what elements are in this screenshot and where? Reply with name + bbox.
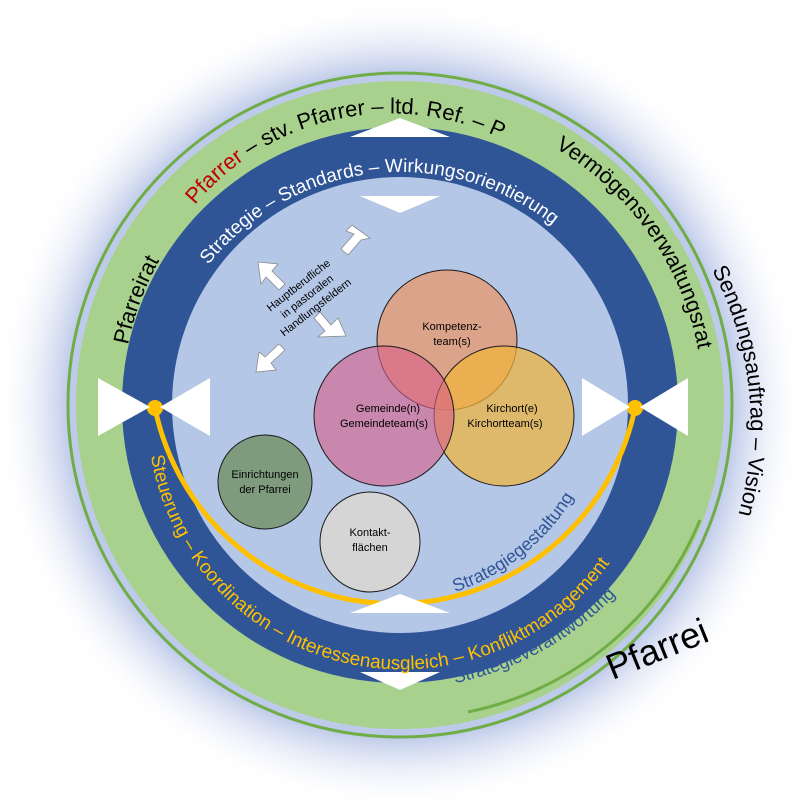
arrow-up-right xyxy=(340,224,371,256)
bottom-triangle-down xyxy=(360,672,440,690)
gold-dot-right xyxy=(627,400,643,416)
einrichtungen-line2: der Pfarrei xyxy=(239,484,290,496)
einrichtungen-circle xyxy=(217,434,313,530)
bottom-triangle-up xyxy=(350,594,450,613)
right-triangle-outer xyxy=(640,378,688,436)
kontakt-line1: Kontakt- xyxy=(350,527,391,539)
right-triangle-inner xyxy=(582,378,630,436)
einrichtungen-line1: Einrichtungen xyxy=(231,469,298,481)
gemeinde-circle xyxy=(313,345,455,487)
kompetenz-line2: team(s) xyxy=(433,336,470,348)
kirchort-circle xyxy=(433,345,575,487)
kirchort-line2: Kirchortteam(s) xyxy=(467,418,542,430)
top-triangle-up xyxy=(350,118,450,137)
venn xyxy=(313,269,575,487)
gemeinde-line2: Gemeindeteam(s) xyxy=(340,418,428,430)
gemeinde-line1: Gemeinde(n) xyxy=(356,403,420,415)
kirchort-line1: Kirchort(e) xyxy=(486,403,537,415)
green-ring-outline xyxy=(66,71,734,739)
kontakt-circle xyxy=(319,491,421,593)
arrow-up-left xyxy=(257,261,286,291)
green-line-extension xyxy=(467,519,702,714)
gold-dot-left xyxy=(147,400,163,416)
left-triangle-inner xyxy=(160,378,210,436)
top-triangle-down xyxy=(360,196,440,213)
arrows xyxy=(255,224,371,373)
kontakt-line2: flächen xyxy=(352,542,387,554)
left-triangle-outer xyxy=(98,378,150,436)
arrow-down-left xyxy=(255,343,286,373)
kompetenz-line1: Kompetenz- xyxy=(422,321,482,333)
arrow-down-right xyxy=(313,311,347,338)
